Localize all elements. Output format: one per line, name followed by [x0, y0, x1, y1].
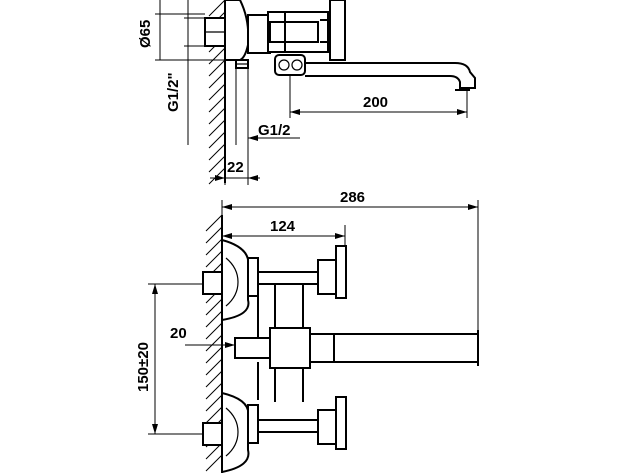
dim-22-label: 22 [227, 159, 244, 176]
top-escutcheon [204, 0, 250, 61]
hatch-line [208, 0, 226, 17]
dim-286-label: 286 [340, 189, 365, 206]
hatch-line [205, 298, 223, 316]
hatch-line [205, 346, 223, 364]
dim-g12-inch-label: G1/2" [165, 72, 182, 112]
dim-d65-label: Ø65 [137, 20, 154, 48]
hatch-line [205, 370, 223, 388]
dim-200: 200 [289, 76, 468, 118]
hatch-line [205, 358, 223, 376]
hatch-line [205, 454, 223, 472]
dim-g12: G1/2 [248, 122, 300, 141]
upper-connection [202, 238, 347, 322]
hatch-line [208, 95, 226, 113]
dim-d65: Ø65 [137, 0, 225, 61]
dim-g12-label: G1/2 [258, 122, 291, 139]
dim-150: 150±20 [135, 283, 203, 435]
hatch-line [208, 71, 226, 89]
hatch-line [208, 131, 226, 149]
front-view: 286 124 [135, 189, 479, 473]
hatch-line [205, 382, 223, 400]
dim-124-label: 124 [270, 218, 296, 235]
dim-200-label: 200 [363, 94, 388, 111]
vertical-body [257, 284, 304, 402]
top-connector [274, 54, 306, 76]
hatch-line [205, 226, 223, 244]
hatch-line [208, 143, 226, 161]
hatch-line [208, 59, 226, 77]
hatch-line [208, 155, 226, 173]
top-spout [305, 62, 476, 91]
hatch-line [205, 238, 223, 256]
hatch-line [205, 334, 223, 352]
hatch-line [205, 250, 223, 268]
hatch-line [205, 406, 223, 424]
dim-22: 22 [210, 140, 260, 185]
lower-connection [202, 391, 347, 473]
hatch-line [205, 394, 223, 412]
top-mixer-body [247, 0, 346, 61]
hatch-line [205, 214, 223, 232]
dim-124: 124 [222, 218, 346, 248]
hatch-line [208, 119, 226, 137]
top-thread [235, 59, 249, 145]
dim-286: 286 [221, 189, 479, 330]
dim-20: 20 [170, 325, 235, 348]
hatch-line [208, 47, 226, 65]
dim-150-label: 150±20 [135, 342, 152, 392]
dim-g12-inch: G1/2" [165, 0, 205, 145]
hatch-line [208, 83, 226, 101]
hatch-line [208, 107, 226, 125]
hatch-line [205, 322, 223, 340]
hatch-line [205, 310, 223, 328]
dim-20-label: 20 [170, 325, 187, 342]
central-mixer [234, 327, 479, 369]
top-view: Ø65 G1/2" 200 G1/2 [137, 0, 476, 185]
